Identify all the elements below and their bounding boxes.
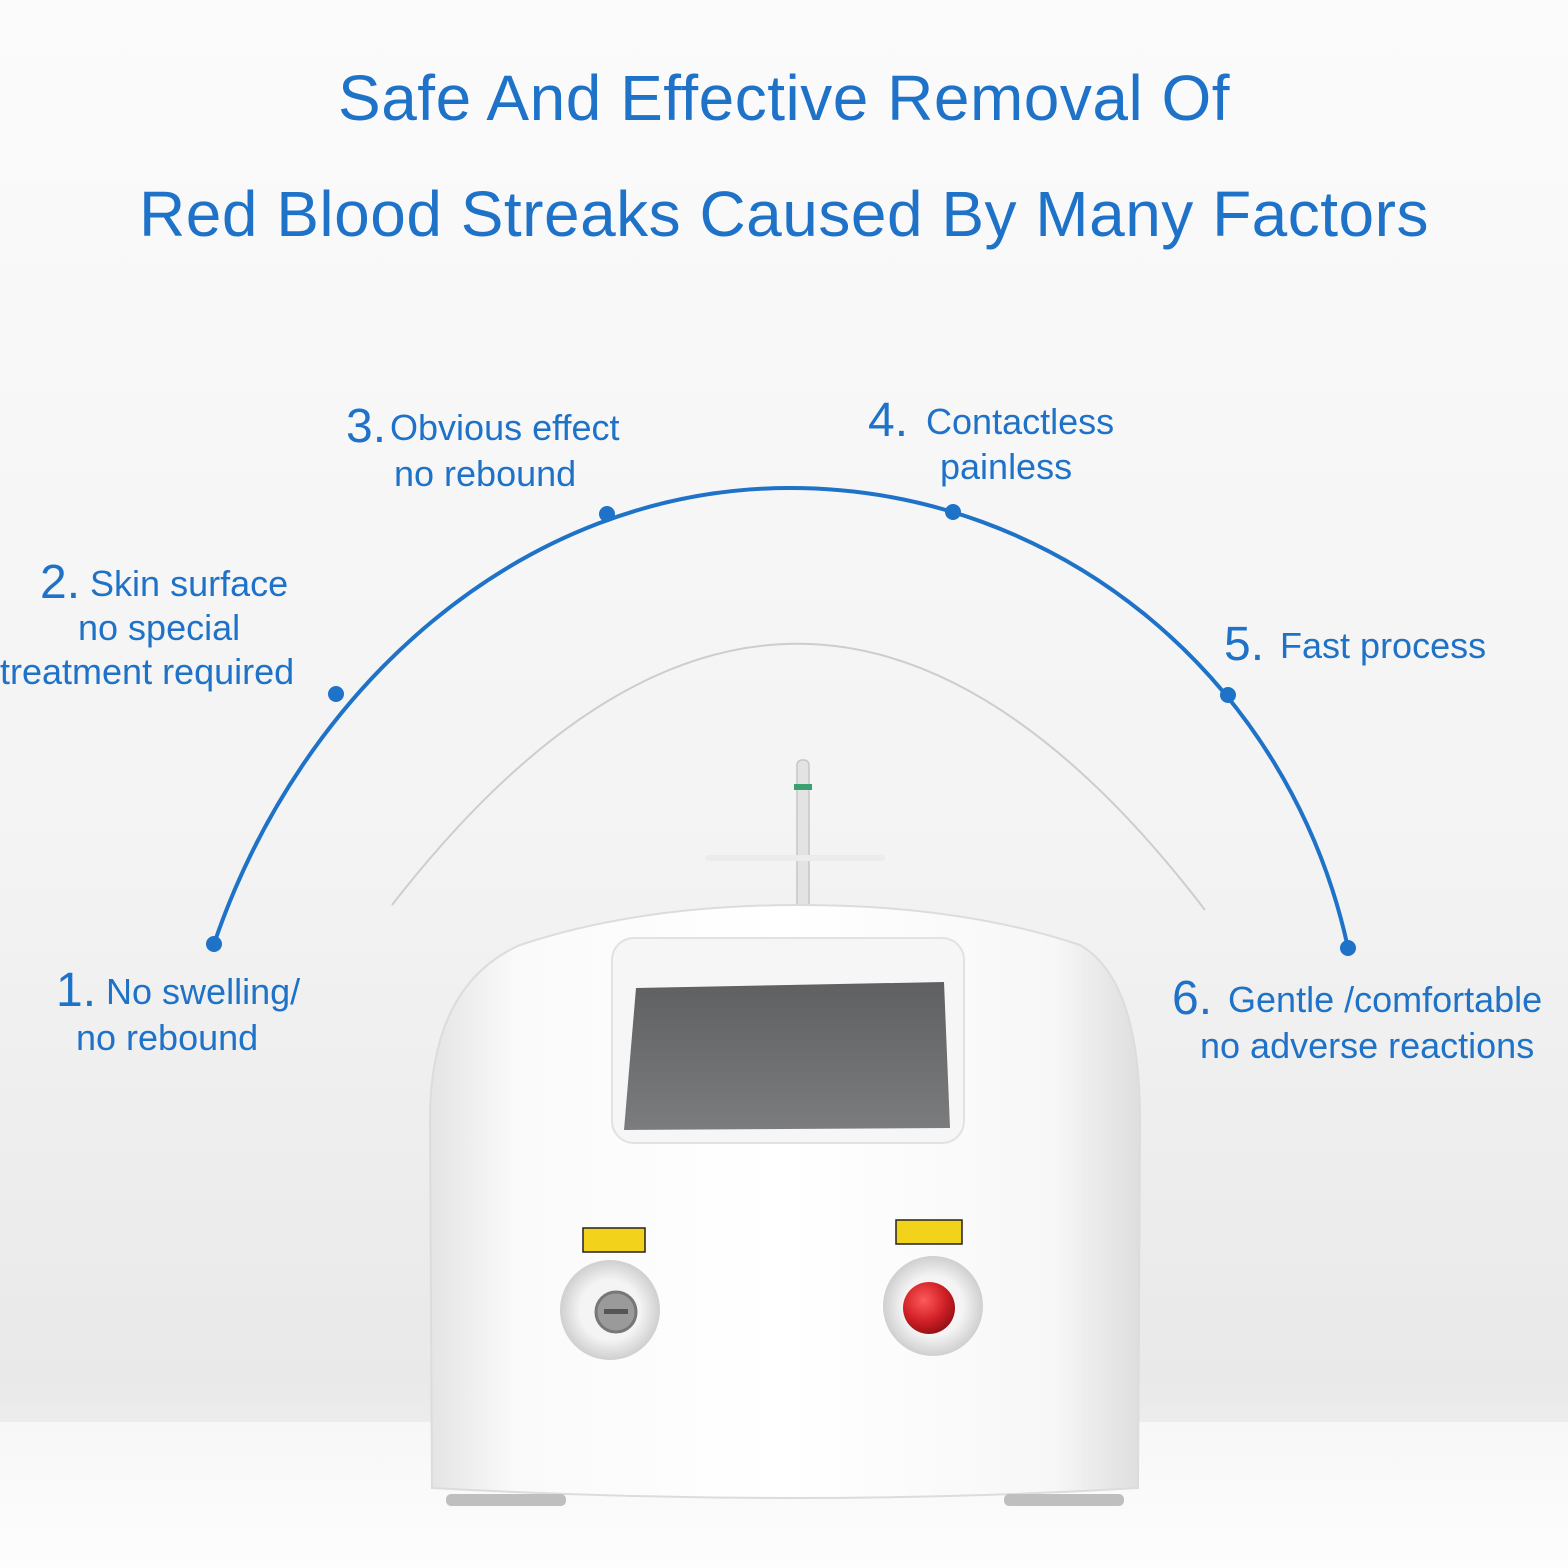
feature-4-number: 4. — [868, 394, 909, 447]
feature-6-number: 6. — [1172, 976, 1213, 1025]
feature-6-line-1: Gentle /comfortable — [1228, 979, 1543, 1020]
feature-dot-3 — [599, 506, 615, 522]
feature-dot-5 — [1220, 687, 1236, 703]
warning-label-left — [582, 1227, 646, 1253]
feature-6-line-2: no adverse reactions — [1200, 1025, 1535, 1066]
feature-4: 4. Contactless painless — [868, 397, 1115, 489]
feature-dot-1 — [206, 936, 222, 952]
key-switch-icon — [560, 1260, 660, 1360]
feature-1-number: 1. — [56, 964, 97, 1017]
feature-2-line-1: Skin surface — [90, 563, 289, 604]
feature-5-line-1: Fast process — [1280, 625, 1487, 666]
feature-1: 1.No swelling/ no rebound — [56, 967, 301, 1061]
feature-1-line-1: No swelling/ — [106, 971, 301, 1012]
feature-arc-line — [212, 485, 1350, 949]
device-foot-right — [1004, 1494, 1124, 1506]
feature-dot-4 — [945, 504, 961, 520]
feature-3-line-2: no rebound — [394, 453, 577, 494]
fiber-holder-arc — [391, 642, 1206, 911]
feature-2: 2.Skin surface no special treatment requ… — [0, 559, 295, 695]
feature-1-line-2: no rebound — [76, 1017, 259, 1058]
feature-5-number: 5. — [1224, 618, 1265, 671]
feature-2-number: 2. — [40, 556, 81, 609]
device-foot-left — [446, 1494, 566, 1506]
emergency-stop-icon — [883, 1256, 983, 1356]
feature-dot-6 — [1340, 940, 1356, 956]
touch-screen — [624, 982, 950, 1130]
feature-dot-2 — [328, 686, 344, 702]
feature-3-number: 3. — [346, 400, 387, 453]
feature-2-line-3: treatment required — [0, 651, 295, 692]
feature-4-line-1: Contactless — [926, 401, 1115, 442]
headline-line-1: Safe And Effective Removal Of — [338, 62, 1230, 134]
feature-3-line-1: Obvious effect — [390, 407, 620, 448]
feature-6: 6. Gentle /comfortable no adverse reactio… — [1172, 976, 1568, 1069]
warning-label-right — [895, 1219, 963, 1245]
feature-3: 3.Obvious effect no rebound — [346, 403, 620, 497]
feature-4-line-2: painless — [940, 446, 1073, 487]
feature-5: 5. Fast process — [1224, 621, 1487, 669]
headline-line-2: Red Blood Streaks Caused By Many Factors — [139, 178, 1429, 250]
feature-2-line-2: no special — [78, 607, 241, 648]
